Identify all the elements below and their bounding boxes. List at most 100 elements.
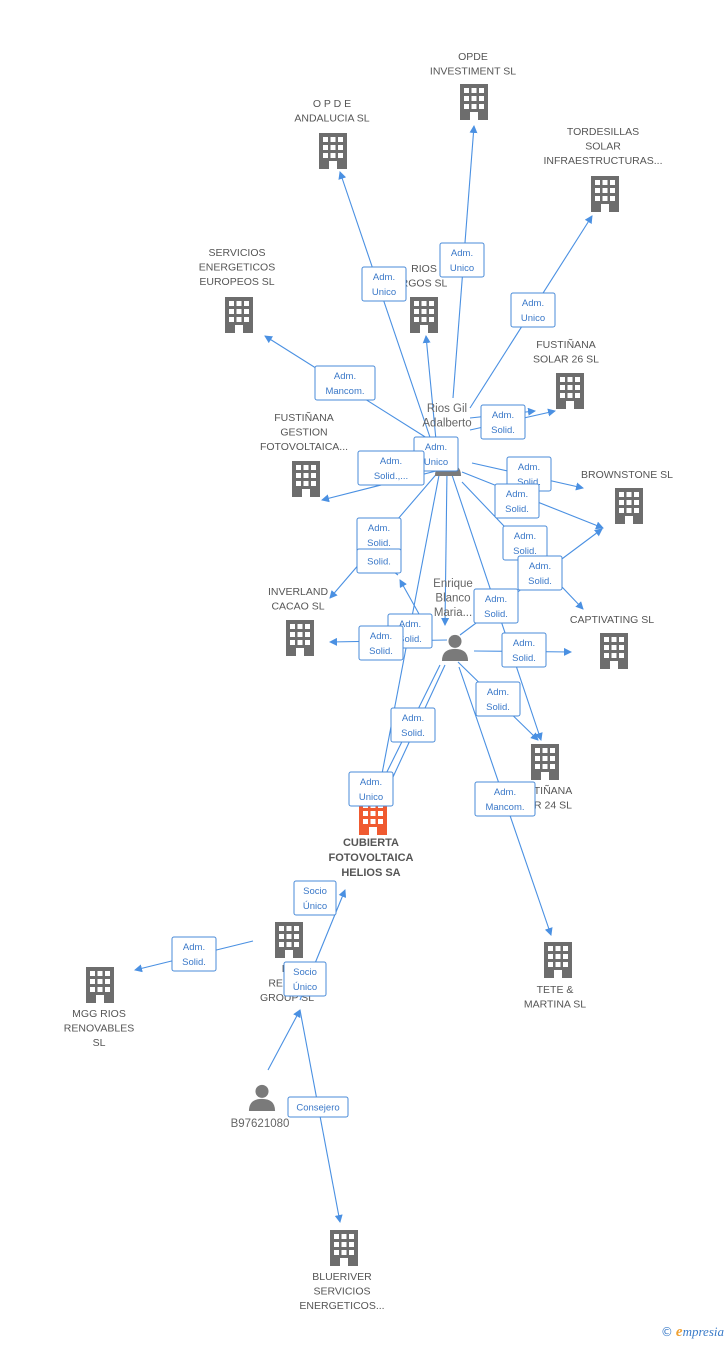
company-label[interactable]: FOTOVOLTAICA [329, 852, 414, 864]
company-label[interactable]: TIÑANA [534, 784, 573, 797]
relation-label[interactable]: Adm.Unico [348, 771, 394, 807]
company-label[interactable]: ENERGETICOS [199, 262, 275, 274]
relation-edge [422, 335, 437, 441]
relation-label-text: Adm. [451, 248, 473, 259]
company-node[interactable]: INVERLAND CACAO SL [268, 586, 329, 656]
person-node[interactable]: B97621080 [231, 1084, 290, 1130]
person-label[interactable]: Maria... [434, 607, 472, 619]
relation-label-text: Adm. [402, 713, 424, 724]
relation-label-text: Adm. [518, 462, 540, 473]
person-node[interactable]: EnriqueBlancoMaria... [433, 578, 473, 661]
company-label[interactable]: R 24 SL [534, 800, 572, 812]
nodes-layer: OPDE INVESTIMENT SL O P D E ANDALUCIA SL TOR… [64, 51, 673, 1312]
company-label[interactable]: SOLAR [585, 141, 621, 153]
company-label[interactable]: MGG RIOS [72, 1008, 126, 1020]
relation-label[interactable]: Adm.Solid. [494, 483, 540, 519]
company-label[interactable]: SERVICIOS [209, 247, 266, 259]
company-label[interactable]: SOLAR 26 SL [533, 354, 599, 366]
relation-label-text: Único [293, 982, 317, 993]
company-label[interactable]: BROWNSTONE SL [581, 469, 673, 481]
relation-label[interactable]: Adm.Mancom. [314, 365, 376, 401]
company-label[interactable]: CAPTIVATING SL [570, 614, 654, 626]
company-label[interactable]: CUBIERTA [343, 837, 399, 849]
person-label[interactable]: Enrique [433, 578, 473, 590]
company-node[interactable]: SERVICIOS ENERGETICOS EUROPEOS SL [199, 247, 275, 333]
relation-label[interactable]: Adm.Solid.,... [357, 450, 425, 486]
company-node[interactable]: TORDESILLAS SOLAR INFRAESTRUCTURAS... [543, 126, 663, 212]
company-node[interactable]: MGG RIOS RENOVABLES SL [64, 967, 134, 1049]
relation-label[interactable]: Adm.Solid. [475, 681, 521, 717]
empresia-logo[interactable]: ©empresia [661, 1324, 724, 1341]
person-label[interactable]: B97621080 [231, 1118, 290, 1130]
company-label[interactable]: TORDESILLAS [567, 126, 639, 138]
company-label[interactable]: FOTOVOLTAICA... [260, 441, 348, 453]
company-node[interactable]: TETE & MARTINA SL [524, 942, 586, 1011]
company-label[interactable]: SL [93, 1037, 106, 1049]
company-label[interactable]: RENOVABLES [64, 1023, 134, 1035]
relation-label-text: Solid.,... [374, 471, 408, 482]
relation-label-text: Solid. [517, 477, 541, 488]
company-node[interactable]: FUSTIÑANA GESTION FOTOVOLTAICA... [260, 411, 348, 497]
company-label[interactable]: O P D E [313, 98, 351, 110]
relation-label-text: Solid. [528, 576, 552, 587]
company-node[interactable]: O P D E ANDALUCIA SL [294, 98, 370, 169]
company-label[interactable]: TETE & [537, 984, 574, 996]
building-icon [531, 744, 559, 780]
company-node[interactable]: BLUERIVER SERVICIOS ENERGETICOS... [299, 1230, 385, 1312]
company-label[interactable]: RGOS SL [401, 278, 448, 290]
company-label[interactable]: BLUERIVER [312, 1271, 372, 1283]
relation-label[interactable]: Adm.Unico [510, 292, 556, 328]
person-label[interactable]: Adalberto [422, 418, 471, 430]
relation-label[interactable]: Adm.Solid. [501, 632, 547, 668]
person-label[interactable]: Rios Gil [427, 403, 467, 415]
company-label[interactable]: HELIOS SA [341, 867, 400, 879]
company-node[interactable]: CAPTIVATING SL [570, 614, 654, 669]
company-label[interactable]: ENERGETICOS... [299, 1300, 384, 1312]
relation-label[interactable]: Adm.Solid. [390, 707, 436, 743]
person-label[interactable]: Blanco [435, 593, 470, 605]
relation-label[interactable]: Consejero [287, 1096, 349, 1118]
company-label[interactable]: INVESTIMENT SL [430, 66, 516, 78]
relation-label[interactable]: Adm.Solid. [517, 555, 563, 591]
relation-label[interactable]: Adm.Solid. [358, 625, 404, 661]
company-label[interactable]: FUSTIÑANA [536, 338, 596, 351]
relation-label-box [510, 292, 556, 328]
company-label[interactable]: GESTION [280, 427, 327, 439]
relation-label-box [358, 625, 404, 661]
relation-label[interactable]: Adm.Solid. [473, 588, 519, 624]
company-label[interactable]: SERVICIOS [314, 1286, 371, 1298]
relation-label-text: Unico [521, 313, 545, 324]
company-label[interactable]: ANDALUCIA SL [294, 113, 369, 125]
building-icon [556, 373, 584, 409]
company-node[interactable]: RIOS RGOS SL [401, 263, 448, 333]
company-label[interactable]: INFRAESTRUCTURAS... [543, 155, 662, 167]
relation-label-box [480, 404, 526, 440]
relation-label[interactable]: Adm.Unico [361, 266, 407, 302]
relation-label[interactable]: Adm.Mancom. [474, 781, 536, 817]
company-label[interactable]: OPDE [458, 51, 488, 63]
company-label[interactable]: INVERLAND [268, 586, 329, 598]
company-node[interactable]: BROWNSTONE SL [581, 469, 673, 524]
relation-label-box [348, 771, 394, 807]
relation-label[interactable]: Adm.Solid. [171, 936, 217, 972]
relation-label[interactable]: Adm.Solid. [502, 525, 548, 561]
company-label[interactable]: EUROPEOS SL [199, 276, 274, 288]
company-node[interactable]: TIÑANA R 24 SL [531, 744, 572, 812]
company-node[interactable]: FUSTIÑANA SOLAR 26 SL [533, 338, 599, 409]
relation-label[interactable]: Adm.Solid. [356, 517, 402, 553]
company-node[interactable]: OPDE INVESTIMENT SL [430, 51, 516, 120]
company-label[interactable]: CACAO SL [271, 601, 324, 613]
relation-label[interactable]: Adm.Solid. [480, 404, 526, 440]
company-node[interactable]: CUBIERTA FOTOVOLTAICA HELIOS SA [329, 799, 414, 879]
relation-label-text: Adm. [399, 619, 421, 630]
relation-label[interactable]: Adm.Unico [439, 242, 485, 278]
relation-label[interactable]: Solid. [356, 548, 402, 574]
company-label[interactable]: MARTINA SL [524, 999, 586, 1011]
company-label[interactable]: RIOS [411, 263, 437, 275]
relation-edge [267, 1009, 301, 1071]
company-label[interactable]: FUSTIÑANA [274, 411, 334, 424]
